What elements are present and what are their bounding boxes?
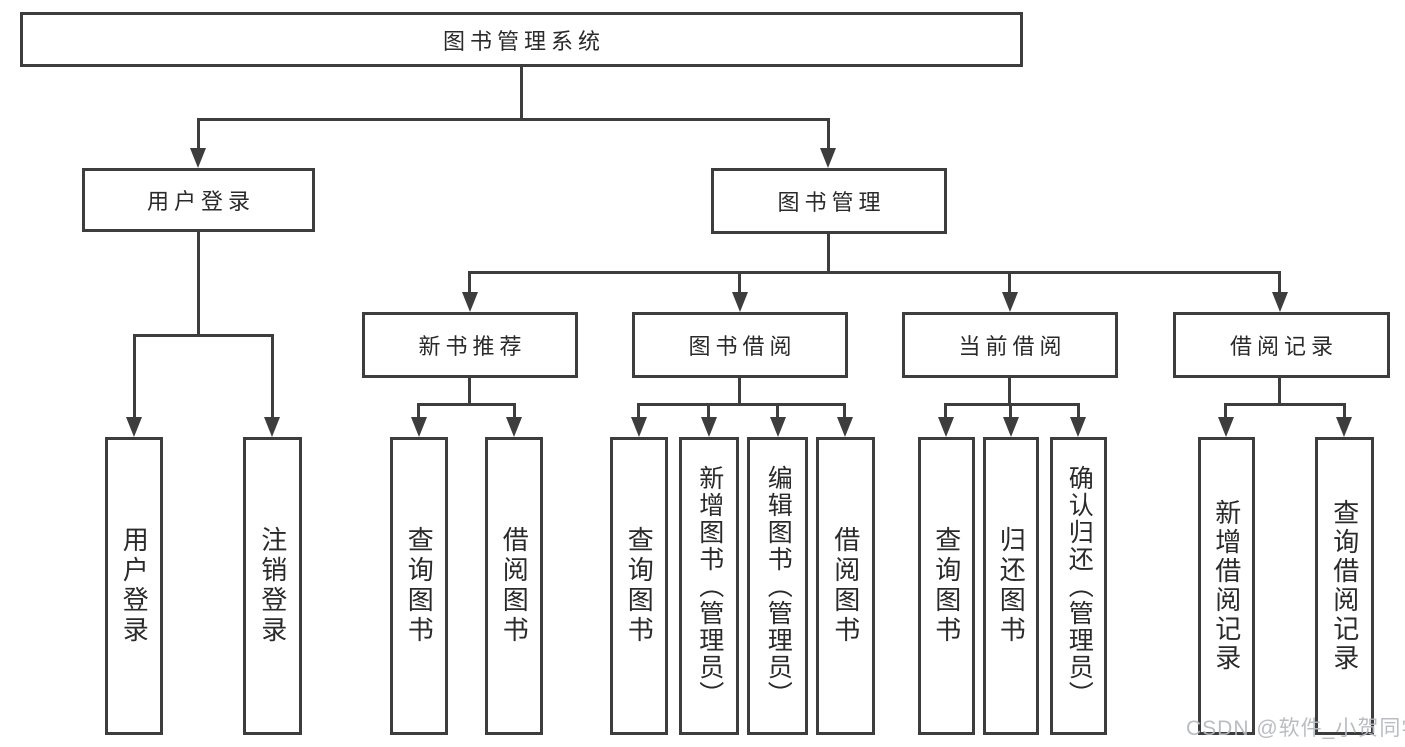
leaf-label: 编辑图书（管理员） bbox=[764, 464, 793, 708]
connector-tail bbox=[468, 271, 471, 296]
connector-stem bbox=[738, 378, 741, 406]
leaf-label: 用户登录 bbox=[119, 526, 150, 646]
leaf-label: 查询借阅记录 bbox=[1329, 499, 1360, 673]
arrowhead-down bbox=[1272, 292, 1288, 312]
connector-tail bbox=[1009, 403, 1012, 421]
leaf-label: 确认归还（管理员） bbox=[1065, 464, 1094, 708]
leaf-add-books-admin: 新增图书（管理员） bbox=[679, 437, 739, 735]
node-library-management-system: 图书管理系统 bbox=[20, 12, 1023, 67]
connector-tail bbox=[1008, 271, 1011, 296]
node-user-login: 用户登录 bbox=[82, 168, 315, 232]
connector-tail bbox=[513, 403, 516, 421]
leaf-label: 注销登录 bbox=[257, 526, 288, 646]
node-label: 用户登录 bbox=[146, 189, 255, 214]
leaf-label: 借阅图书 bbox=[830, 526, 861, 646]
arrowhead-down bbox=[631, 417, 647, 437]
connector-split bbox=[637, 403, 846, 406]
connector-userlogin-split bbox=[133, 334, 274, 337]
connector-root-stem bbox=[520, 67, 523, 120]
node-borrowing-records: 借阅记录 bbox=[1173, 312, 1390, 378]
node-label: 借阅记录 bbox=[1229, 334, 1338, 359]
leaf-query-borrow-record: 查询借阅记录 bbox=[1315, 437, 1374, 735]
leaf-borrow-books-recommend: 借阅图书 bbox=[485, 437, 543, 735]
node-label: 图书借阅 bbox=[688, 334, 797, 359]
leaf-return-books: 归还图书 bbox=[983, 437, 1039, 735]
connector-tail bbox=[944, 403, 947, 421]
connector-split bbox=[417, 403, 516, 406]
connector-split bbox=[944, 403, 1080, 406]
connector-tail bbox=[1343, 403, 1346, 421]
connector-userlogin-stem bbox=[197, 232, 200, 337]
connector-bookmgmt-stem bbox=[827, 234, 830, 274]
arrowhead-down bbox=[820, 148, 836, 168]
arrowhead-down bbox=[701, 417, 717, 437]
connector-split bbox=[1224, 403, 1346, 406]
leaf-user-login: 用户登录 bbox=[105, 437, 163, 735]
connector-tail bbox=[197, 118, 200, 151]
leaf-label: 查询图书 bbox=[624, 526, 655, 646]
connector-tail bbox=[843, 403, 846, 421]
arrowhead-down bbox=[1336, 417, 1352, 437]
csdn-watermark: CSDN @软件_小贺同学 bbox=[1186, 717, 1405, 740]
node-label: 当前借阅 bbox=[958, 334, 1067, 359]
leaf-label: 查询图书 bbox=[931, 526, 962, 646]
connector-tail bbox=[271, 334, 274, 421]
leaf-borrow-books-borrowing: 借阅图书 bbox=[816, 437, 875, 735]
leaf-logout: 注销登录 bbox=[243, 437, 302, 735]
arrowhead-down bbox=[411, 417, 427, 437]
arrowhead-down bbox=[190, 148, 206, 168]
node-new-book-recommendation: 新书推荐 bbox=[362, 312, 578, 378]
leaf-label: 归还图书 bbox=[996, 526, 1027, 646]
arrowhead-down bbox=[938, 417, 954, 437]
arrowhead-down bbox=[1070, 417, 1086, 437]
node-label: 图书管理 bbox=[777, 190, 886, 215]
arrowhead-down bbox=[732, 292, 748, 312]
leaf-query-books-borrowing: 查询图书 bbox=[610, 437, 668, 735]
node-current-borrowing: 当前借阅 bbox=[902, 312, 1118, 378]
connector-stem bbox=[1008, 378, 1011, 406]
connector-tail bbox=[776, 403, 779, 421]
leaf-add-borrow-record: 新增借阅记录 bbox=[1198, 437, 1255, 735]
arrowhead-down bbox=[1002, 292, 1018, 312]
leaf-label: 新增借阅记录 bbox=[1211, 499, 1242, 673]
connector-tail bbox=[827, 118, 830, 151]
connector-tail bbox=[637, 403, 640, 421]
connector-tail bbox=[1077, 403, 1080, 421]
node-book-borrowing: 图书借阅 bbox=[632, 312, 848, 378]
arrowhead-down bbox=[1003, 417, 1019, 437]
arrowhead-down bbox=[837, 417, 853, 437]
arrowhead-down bbox=[126, 417, 142, 437]
node-book-management: 图书管理 bbox=[711, 168, 947, 234]
connector-tail bbox=[417, 403, 420, 421]
connector-tail bbox=[1278, 271, 1281, 296]
connector-level2-split bbox=[468, 271, 1281, 274]
leaf-query-books-recommend: 查询图书 bbox=[390, 437, 448, 735]
node-label: 图书管理系统 bbox=[442, 28, 605, 54]
arrowhead-down bbox=[506, 417, 522, 437]
leaf-label: 新增图书（管理员） bbox=[695, 464, 724, 708]
connector-level1-split bbox=[197, 118, 830, 121]
leaf-query-books-current: 查询图书 bbox=[918, 437, 975, 735]
arrowhead-down bbox=[264, 417, 280, 437]
leaf-label: 查询图书 bbox=[404, 526, 435, 646]
node-label: 新书推荐 bbox=[418, 334, 527, 359]
connector-tail bbox=[1224, 403, 1227, 421]
connector-stem bbox=[1278, 378, 1281, 406]
connector-stem bbox=[468, 378, 471, 406]
arrowhead-down bbox=[1218, 417, 1234, 437]
arrowhead-down bbox=[462, 292, 478, 312]
leaf-confirm-return-admin: 确认归还（管理员） bbox=[1050, 437, 1107, 735]
connector-tail bbox=[133, 334, 136, 421]
arrowhead-down bbox=[770, 417, 786, 437]
leaf-label: 借阅图书 bbox=[499, 526, 530, 646]
connector-tail bbox=[707, 403, 710, 421]
connector-tail bbox=[738, 271, 741, 296]
leaf-edit-books-admin: 编辑图书（管理员） bbox=[747, 437, 808, 735]
